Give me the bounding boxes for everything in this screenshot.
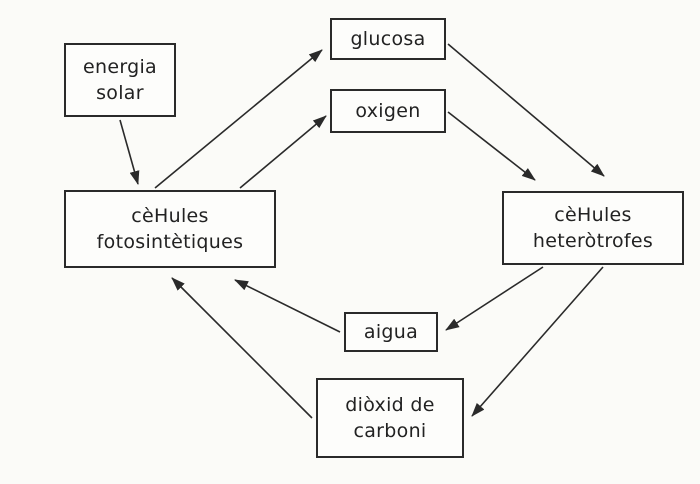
node-label-line: fotosintètiques xyxy=(96,231,244,253)
node-label-line: aigua xyxy=(363,321,419,343)
node-label-line: solar xyxy=(96,82,144,104)
node-label-line: heteròtrofes xyxy=(532,230,654,252)
arrow-oxigen-to-heterotrofes xyxy=(447,111,536,181)
node-label-line: glucosa xyxy=(350,28,426,50)
arrow-glucosa-to-heterotrofes xyxy=(447,43,605,177)
node-aigua: aigua xyxy=(344,312,438,352)
arrow-heterotrofes-to-aigua xyxy=(445,266,544,331)
node-cellules-fotosintetiques: cèHules fotosintètiques xyxy=(64,190,276,268)
node-label-line: oxigen xyxy=(355,100,421,122)
arrow-fotosintetiques-to-glucosa xyxy=(154,49,323,189)
node-label-line: cèHules xyxy=(554,204,632,226)
node-label-line: diòxid de xyxy=(345,394,435,416)
node-cellules-heterotrofes: cèHules heteròtrofes xyxy=(502,191,684,265)
arrow-dioxid-to-fotosintetiques xyxy=(171,277,313,419)
node-dioxid-de-carboni: diòxid de carboni xyxy=(316,378,464,458)
arrow-energia-to-fotosintetiques xyxy=(119,119,140,185)
node-label-line: cèHules xyxy=(131,205,209,227)
node-glucosa: glucosa xyxy=(330,18,446,60)
node-oxigen: oxigen xyxy=(330,89,446,133)
node-label-line: energia xyxy=(83,56,157,78)
arrow-fotosintetiques-to-oxigen xyxy=(239,115,327,189)
node-label-line: carboni xyxy=(353,420,427,442)
arrow-aigua-to-fotosintetiques xyxy=(234,279,341,333)
node-energia-solar: energia solar xyxy=(64,43,176,117)
arrow-heterotrofes-to-dioxid xyxy=(471,266,604,417)
